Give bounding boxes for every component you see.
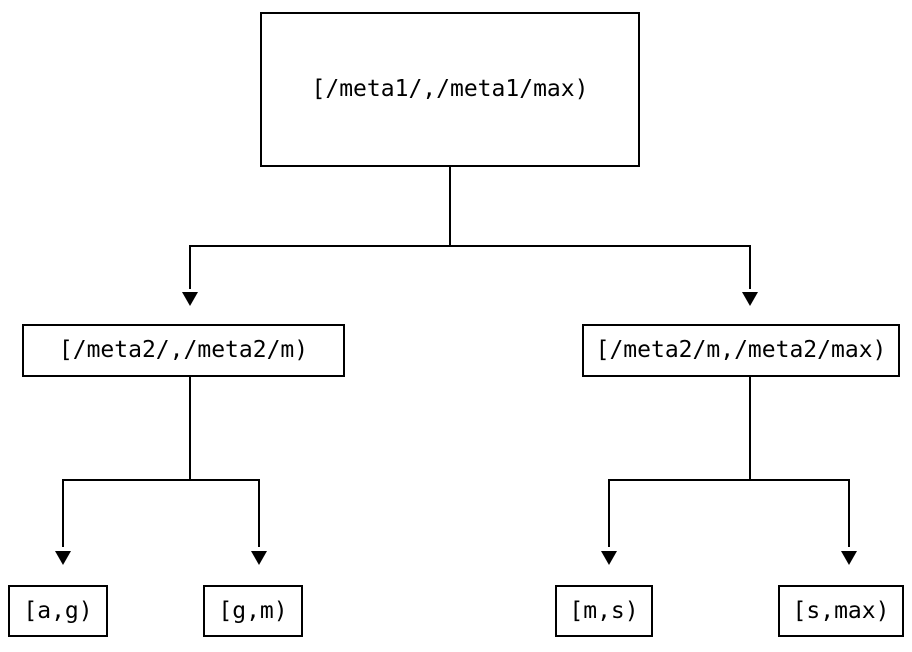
- arrow-down-icon: [251, 551, 267, 565]
- edge-right-horizontal-line: [608, 479, 850, 481]
- edge-left-to-leaf-ag-line: [62, 479, 64, 547]
- tree-leaf-gm: [g,m): [203, 585, 303, 637]
- tree-leaf-ms: [m,s): [555, 585, 653, 637]
- tree-node-right-child: [/meta2/m,/meta2/max): [582, 324, 900, 377]
- tree-leaf-smax: [s,max): [778, 585, 904, 637]
- edge-root-to-right-line: [749, 245, 751, 289]
- edge-left-horizontal-line: [62, 479, 260, 481]
- tree-node-left-child: [/meta2/,/meta2/m): [22, 324, 345, 377]
- arrow-down-icon: [55, 551, 71, 565]
- edge-left-trunk-line: [189, 377, 191, 481]
- arrow-down-icon: [742, 292, 758, 306]
- edge-root-to-left-line: [189, 245, 191, 289]
- edge-right-trunk-line: [749, 377, 751, 481]
- edge-right-to-leaf-ms-line: [608, 479, 610, 547]
- tree-leaf-ag: [a,g): [8, 585, 108, 637]
- arrow-down-icon: [841, 551, 857, 565]
- edge-left-to-leaf-gm-line: [258, 479, 260, 547]
- arrow-down-icon: [601, 551, 617, 565]
- tree-node-root: [/meta1/,/meta1/max): [260, 12, 640, 167]
- arrow-down-icon: [182, 292, 198, 306]
- edge-right-to-leaf-smax-line: [848, 479, 850, 547]
- edge-root-horizontal-line: [189, 245, 751, 247]
- edge-root-trunk-line: [449, 167, 451, 247]
